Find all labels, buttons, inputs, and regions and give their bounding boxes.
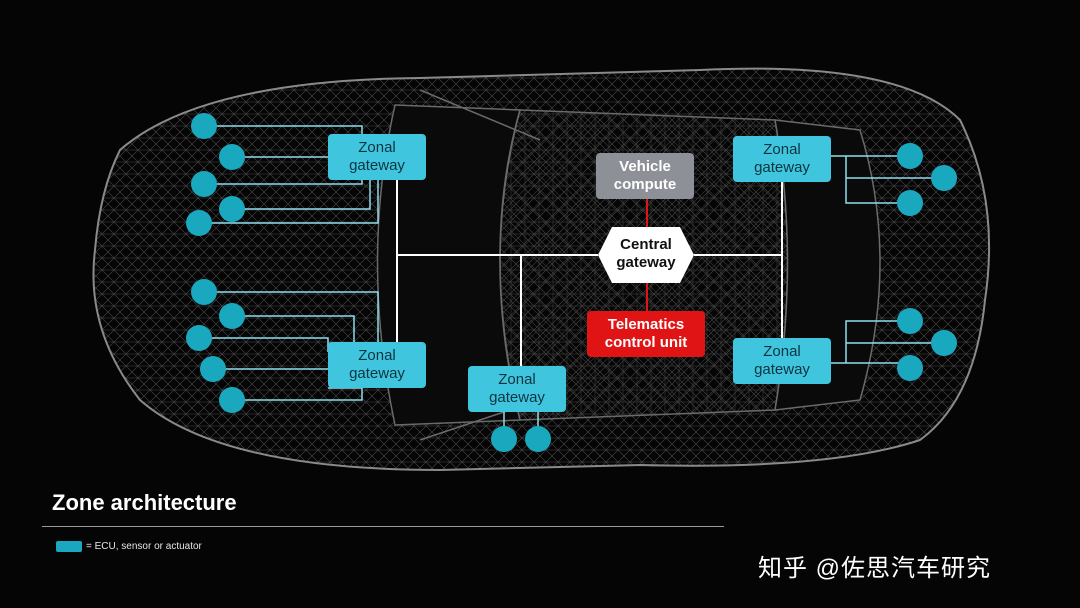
ecu-node [525, 426, 551, 452]
ecu-nodes [186, 113, 957, 452]
ecu-node [931, 165, 957, 191]
zonal-gateway-rear-right: Zonal gateway [733, 338, 831, 384]
ecu-node [219, 144, 245, 170]
ecu-node [897, 190, 923, 216]
ecu-node [897, 308, 923, 334]
legend-ecu-swatch [56, 541, 82, 552]
ecu-node [491, 426, 517, 452]
ecu-node [219, 387, 245, 413]
zonal-gateway-front-left: Zonal gateway [328, 134, 426, 180]
backbone-links [396, 180, 783, 366]
legend-text: = ECU, sensor or actuator [86, 541, 202, 552]
vehicle-compute: Vehicle compute [596, 153, 694, 199]
ecu-node [897, 143, 923, 169]
ecu-node [897, 355, 923, 381]
watermark: 知乎 @佐思汽车研究 [758, 555, 992, 582]
central-gateway: Central gateway [598, 227, 694, 283]
title-divider [42, 526, 724, 527]
diagram-title: Zone architecture [52, 490, 237, 515]
ecu-node [219, 196, 245, 222]
ecu-node [200, 356, 226, 382]
ecu-node [186, 210, 212, 236]
ecu-node [191, 113, 217, 139]
zonal-gateway-rear-left: Zonal gateway [328, 342, 426, 388]
legend: = ECU, sensor or actuator [56, 541, 202, 552]
ecu-links [199, 125, 944, 439]
zonal-gateway-front-right: Zonal gateway [733, 136, 831, 182]
ecu-node [186, 325, 212, 351]
central-gateway-hexagon [598, 227, 694, 283]
telematics-control-unit: Telematics control unit [587, 311, 705, 357]
ecu-node [191, 279, 217, 305]
ecu-node [191, 171, 217, 197]
ecu-node [219, 303, 245, 329]
rear-window [774, 119, 881, 411]
ecu-node [931, 330, 957, 356]
zonal-gateway-rear-center: Zonal gateway [468, 366, 566, 412]
